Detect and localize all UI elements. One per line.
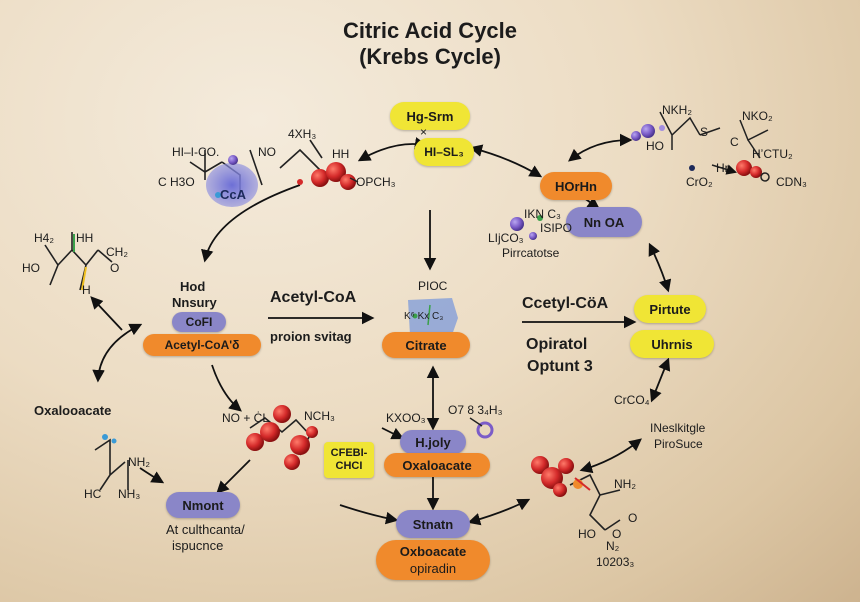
- label-kx-c3: K⁶ Kx C₃: [404, 311, 444, 322]
- chem-s-top: S: [700, 125, 709, 139]
- label-ineskitgle: INeslkitgle: [650, 421, 706, 435]
- chem-cdn3: CDN₃: [776, 175, 807, 189]
- chem-kxoo3: KXOO₃: [386, 411, 426, 425]
- label-nnsury: Nnsury: [172, 295, 217, 310]
- arrow-hg-to-right: [469, 144, 543, 178]
- arrow-acetyl-down: [211, 364, 242, 412]
- node-hl-sl3: HI–SL₃: [414, 138, 474, 166]
- node-hg-srm: Hg-Srm: [390, 102, 470, 130]
- chem-hh-left: HH: [76, 231, 94, 245]
- chem-n2-br: N₂: [606, 539, 620, 553]
- molecule-bottom-left: [94, 434, 129, 491]
- label-pirrcatotse: Pirrcatotse: [502, 246, 560, 260]
- chem-ho-left: HO: [22, 261, 40, 275]
- chem-h-left: H: [82, 283, 91, 297]
- label-at-cuthcanta: At culthcanta/: [166, 522, 245, 537]
- chem-nkh2-top: NKH₂: [662, 103, 692, 117]
- label-acetyl-coa: Acetyl-CoA: [270, 289, 357, 306]
- molecule-top-left: [189, 149, 263, 207]
- label-ispucnce: ispucnce: [172, 538, 224, 553]
- chem-hc-bl: HC: [84, 487, 102, 501]
- node-stnatn: Stnatn: [396, 510, 470, 538]
- chem-hl-co: HI–I-CO.: [172, 145, 220, 159]
- molecule-bottom-right: [531, 456, 621, 531]
- chem-nko2: NKO₂: [742, 109, 773, 123]
- chem-o-br1: O: [628, 511, 638, 525]
- chem-ho-br: HO: [578, 527, 596, 541]
- node-horhn: HOrHn: [540, 172, 612, 200]
- diagram-title: Citric Acid Cycle: [342, 18, 518, 43]
- node-nmont: Nmont: [166, 492, 240, 518]
- chem-hr-ctu2: HʼCTU₂: [752, 147, 793, 161]
- molecule-center-red: [246, 405, 318, 470]
- molecule-left: [44, 232, 113, 291]
- node-cofi: CoFI: [172, 312, 226, 332]
- label-hod: Hod: [180, 279, 206, 294]
- chem-opch3: OPCH₃: [356, 175, 396, 189]
- chem-isipo: ISIPO: [540, 221, 573, 235]
- molecule-center-ploc: [408, 298, 458, 335]
- chem-h42: H4₂: [34, 231, 54, 245]
- chem-ho-top: HO: [646, 139, 664, 153]
- chem-nh3-bl: NH₃: [118, 487, 141, 501]
- arrow-right-top-left: [568, 133, 633, 162]
- arrow-top-left-down: [201, 184, 301, 263]
- chem-hh-top: HH: [332, 147, 350, 161]
- chem-o-br2: O: [612, 527, 622, 541]
- chem-4xh3: 4XH₃: [288, 127, 317, 141]
- arrow-to-left-molecule: [90, 296, 123, 331]
- chem-c-mark: C: [730, 135, 739, 149]
- label-pirosuce: PiroSuce: [654, 437, 703, 451]
- chem-10203: 10203₃: [596, 555, 635, 569]
- chem-cca: CcA: [220, 187, 247, 202]
- label-proion-svitag: proion svitag: [270, 329, 352, 344]
- label-optunt-3: Optunt 3: [527, 358, 593, 375]
- arrow-right-lower: [579, 438, 642, 474]
- label-opiratol: Opiratol: [526, 336, 588, 353]
- node-oxboacate: Oxboacate opiradin: [376, 540, 490, 580]
- node-pirtute: Pirtute: [634, 295, 706, 323]
- chem-nh2-bl: NH₂: [128, 455, 150, 469]
- chem-croco4: CrCO₄: [614, 393, 650, 407]
- arrow-uhrnis-down: [649, 357, 671, 403]
- chem-iknc3: IKN C₃: [524, 207, 561, 221]
- arrow-kxoo3-to-hjoly: [381, 427, 405, 440]
- node-acetyl-coa-d: Acetyl-CoA'δ: [143, 334, 261, 356]
- node-nn-oa: Nn OA: [566, 207, 642, 237]
- label-ploc: PIOC: [418, 279, 448, 293]
- node-oxboacate-line2: opiradin: [409, 561, 457, 576]
- node-oxboacate-line1: Oxboacate: [399, 544, 467, 559]
- chem-c-h3o: C H3O: [158, 175, 195, 189]
- node-oxaloacate: Oxaloacate: [384, 453, 490, 477]
- node-hjoly: H.joly: [400, 430, 466, 454]
- node-citrate: Citrate: [382, 332, 470, 358]
- chem-x-mark: ×: [420, 125, 428, 139]
- chem-o-left: O: [110, 261, 120, 275]
- arrow-left-cycle: [92, 323, 143, 383]
- molecule-violet-small: [469, 417, 494, 439]
- diagram-subtitle: (Krebs Cycle): [359, 44, 501, 69]
- chem-nh2-br: NH₂: [614, 477, 636, 491]
- node-uhrnis: Uhrnis: [630, 330, 714, 358]
- molecule-top-red: [279, 139, 359, 190]
- arrow-to-stnatn-left: [339, 504, 399, 525]
- molecule-top-right: [631, 111, 770, 182]
- chem-hr: Hr: [716, 161, 729, 175]
- chem-ch2: CH₂: [106, 245, 128, 259]
- chem-ljco3: LIjCO₃: [488, 231, 524, 245]
- arrow-bl-to-nmont: [139, 467, 165, 484]
- chem-o7-8: O7 8 3₄H₃: [448, 403, 503, 417]
- chem-cro2: CrO₂: [686, 175, 713, 189]
- label-oxalooacate: Oxalooacate: [34, 403, 112, 418]
- molecule-nnoa-left: [510, 215, 543, 240]
- arrow-nnoa-to-pirtute: [648, 242, 672, 293]
- chem-no-top: NO: [258, 145, 276, 159]
- chem-no-cl: NO + ĊL: [222, 411, 270, 425]
- node-cfebi: CFEBI- CHCI: [324, 442, 374, 478]
- label-ccetyl-coa: Ccetyl-CöA: [522, 295, 609, 312]
- chem-nch3: NCH₃: [304, 409, 335, 423]
- arrow-red-to-nmont: [216, 459, 251, 494]
- arrow-stnatn-to-right: [467, 498, 531, 526]
